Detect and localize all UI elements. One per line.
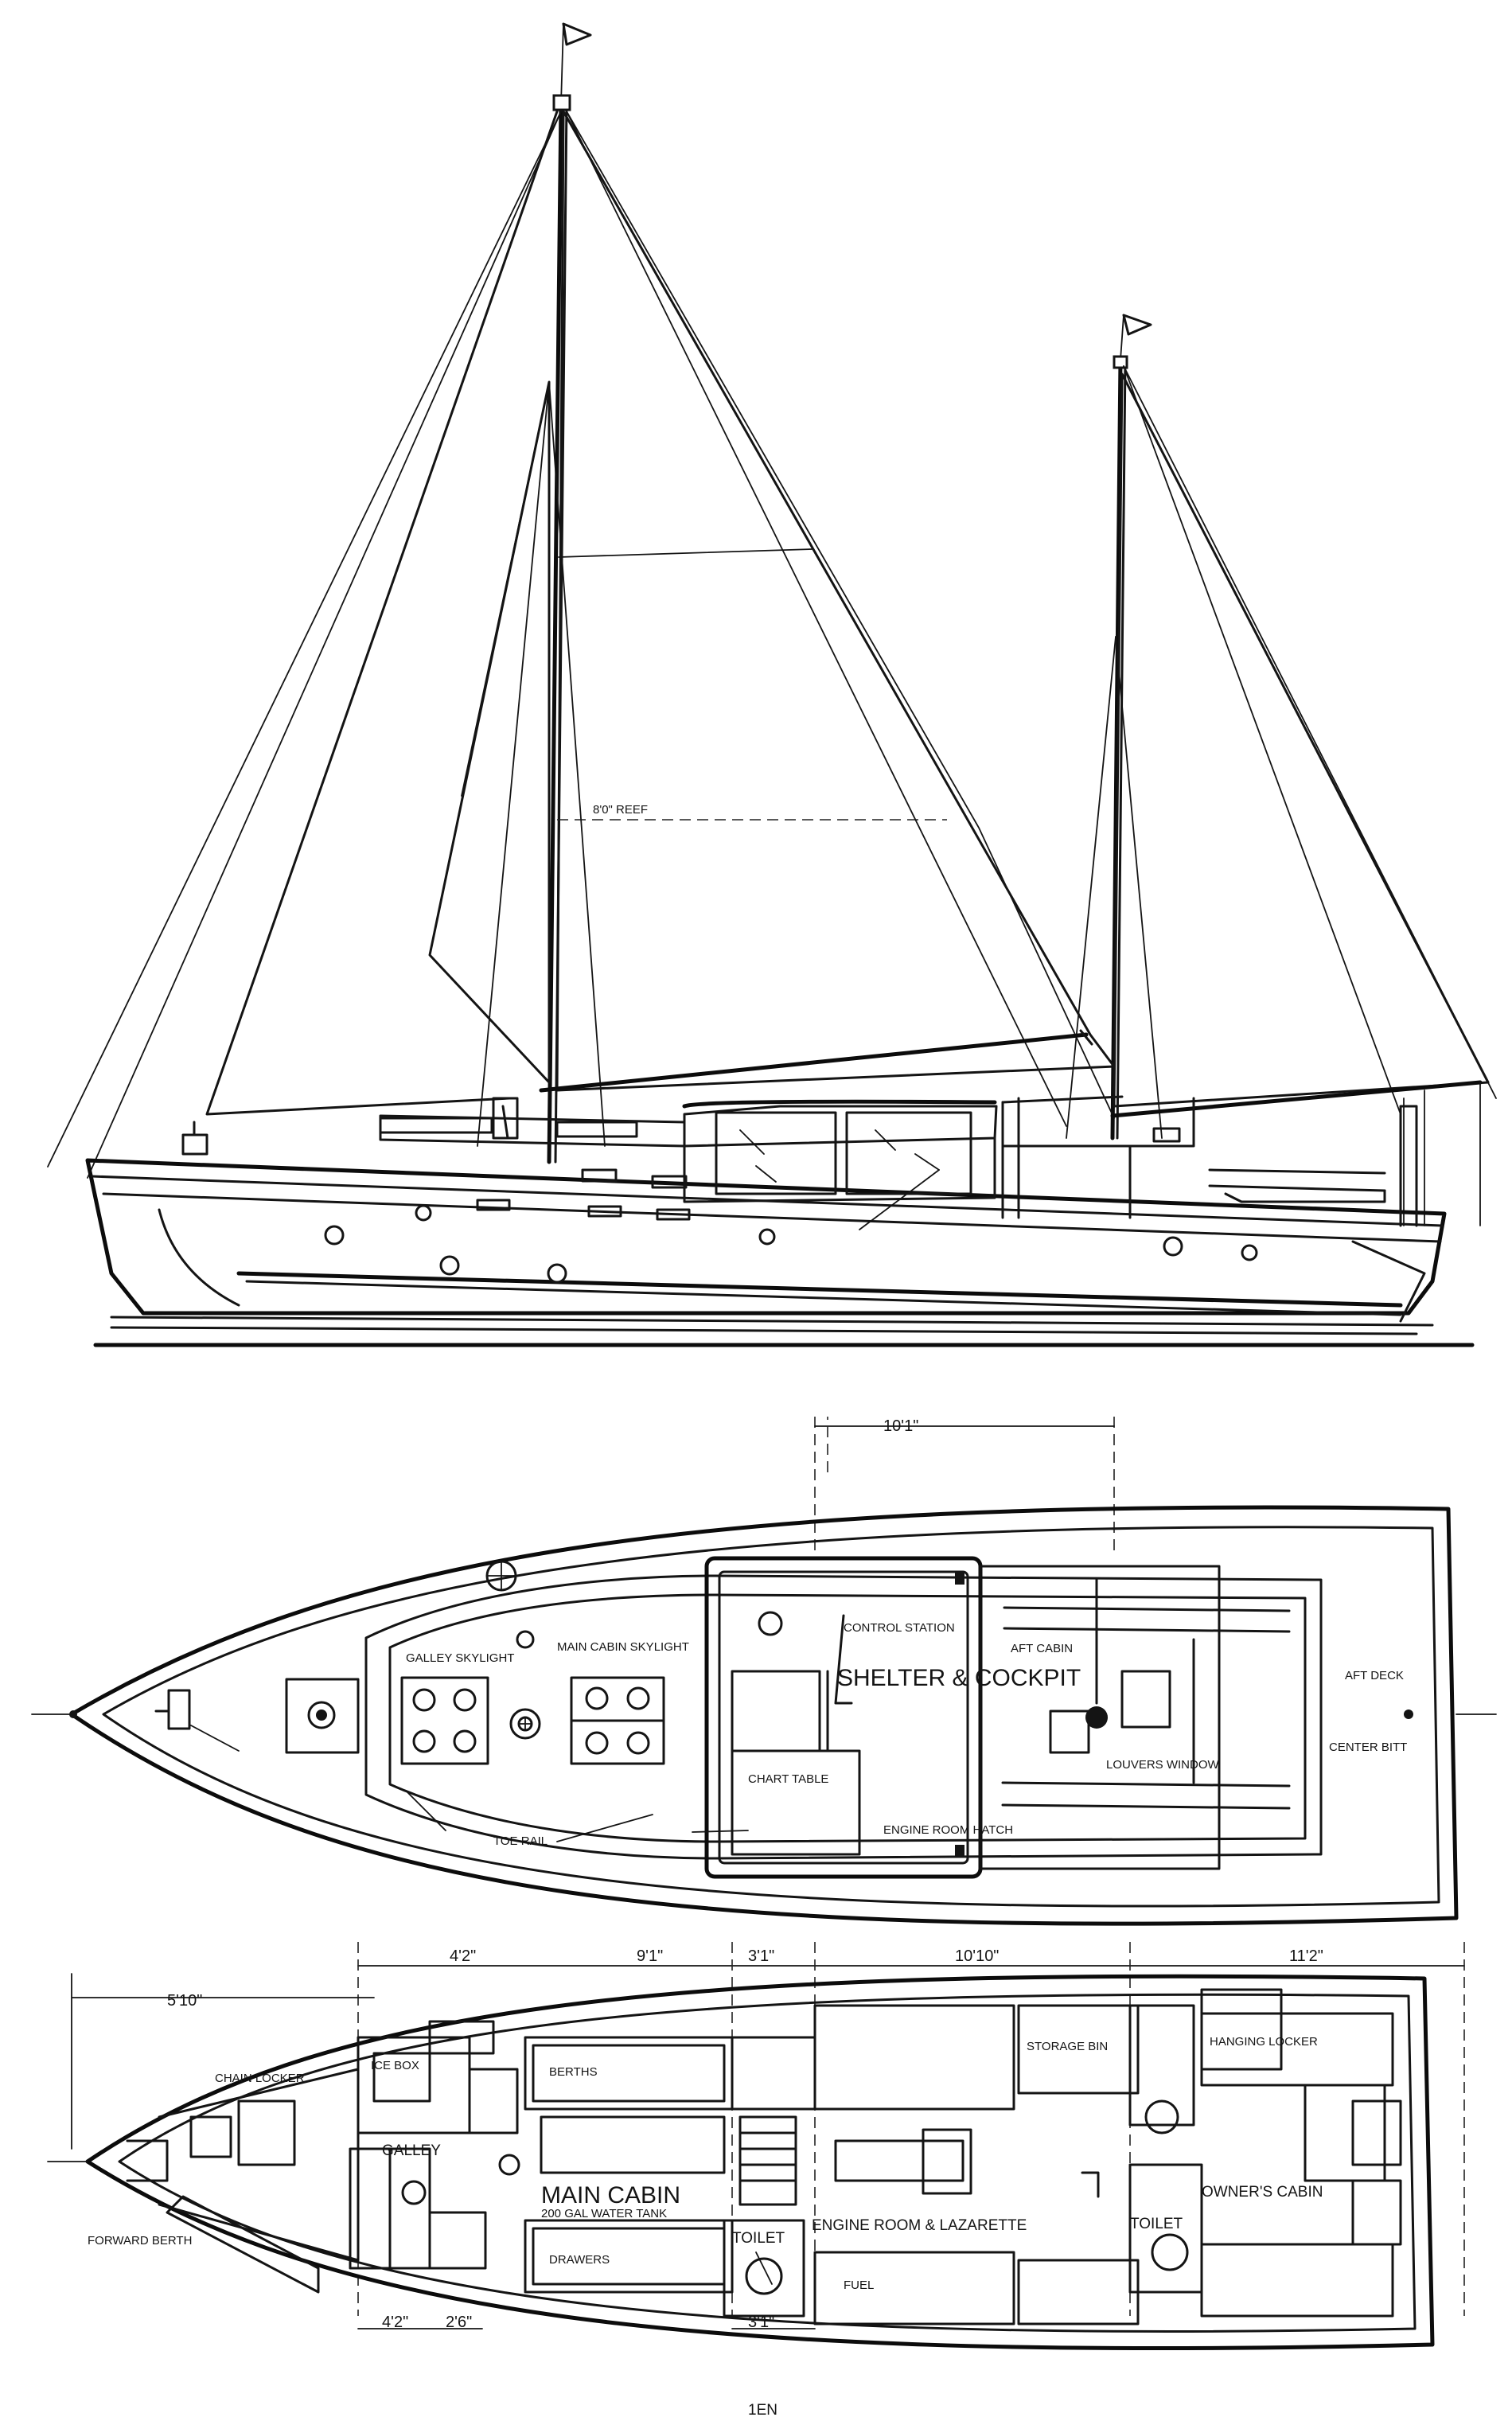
deck-hull-outline: [69, 1505, 1459, 1926]
accom-dim-a: 4'2": [450, 1947, 476, 1965]
hull-profile: [85, 1158, 1447, 1316]
deck-plan: 10'1" Shelter & Cockpit Control station …: [31, 1417, 1497, 1926]
accom-label-berths: Berths: [549, 2065, 598, 2079]
deck-label-aft-cabin: Aft cabin: [1011, 1642, 1073, 1655]
deckhouse-window-aft: [845, 1111, 972, 1195]
deck-label-toe-rail: Toe rail: [493, 1834, 548, 1848]
accom-label-fuel: Fuel: [844, 2279, 874, 2292]
deck-label-galley-skylight: Galley skylight: [406, 1651, 514, 1665]
deck-label-control-station: Control station: [844, 1621, 955, 1635]
accom-dim-f: 4'2": [382, 2314, 408, 2331]
deck-label-center-bitt: Center bitt: [1329, 1741, 1407, 1754]
accom-label-engine-room: Engine room & lazarette: [812, 2217, 1027, 2234]
jib: [205, 110, 559, 1116]
deck-dim-shelter-width: 10'1": [883, 1417, 918, 1435]
mizzen-sail: [1113, 372, 1490, 1108]
accom-dim-b: 9'1": [637, 1947, 663, 1965]
forestay: [87, 111, 562, 1179]
portholes: [324, 1204, 1258, 1284]
engine-block: [834, 2139, 964, 2182]
scale-mark: 1EN: [748, 2402, 777, 2419]
deck-label-louvers-window: Louvers window: [1106, 1758, 1220, 1772]
sail-plan-profile: 8'0" reef: [47, 22, 1497, 1347]
accom-dim-g: 2'6": [446, 2314, 472, 2331]
cabin-trunk: [364, 1574, 1323, 1860]
accom-dim-d: 10'10": [955, 1947, 999, 1965]
mainsail: [555, 110, 1116, 1092]
owners-cabin-berth-stbd: [1200, 2012, 1394, 2087]
accom-label-galley: Galley: [382, 2142, 441, 2159]
accom-label-owners-cabin: Owner's cabin: [1202, 2184, 1323, 2201]
accom-label-storage-bin: Storage bin: [1027, 2040, 1108, 2053]
reef-dimension-label: 8'0" reef: [593, 803, 648, 817]
accommodation-plan: 5'10" 4'2" 9'1" 3'1" 10'10" 11'2" 4'2" 2…: [47, 1942, 1465, 2419]
accom-label-water-tank: 200 gal water tank: [541, 2207, 667, 2220]
deck-label-chart-table: Chart table: [748, 1772, 828, 1786]
accom-label-forward-berth: Forward berth: [88, 2234, 192, 2248]
galley-skylight: [400, 1676, 489, 1765]
owners-cabin-berth-port: [1200, 2243, 1394, 2318]
main-mast: [547, 101, 563, 1164]
accom-dim-c: 3'1": [748, 1947, 774, 1965]
accommodation-hull-outline: [85, 1974, 1435, 2351]
accom-dim-forward: 5'10": [167, 1992, 202, 2010]
mizzen-boom: [1110, 1080, 1483, 1118]
accom-label-drawers: Drawers: [549, 2253, 610, 2267]
accom-label-icebox: Ice box: [371, 2059, 419, 2072]
forward-hatch: [285, 1678, 360, 1754]
deck-label-aft-deck: Aft deck: [1345, 1669, 1404, 1682]
deck-label-main-cabin-skylight: Main cabin skylight: [557, 1640, 689, 1654]
mizzen-mast-flag: [1122, 314, 1152, 336]
mizzen-mast: [1110, 357, 1123, 1140]
deckhouse-window-fwd: [715, 1111, 837, 1195]
forward-berth-shape: [166, 2195, 320, 2294]
accom-label-hanging-locker: Hanging locker: [1210, 2035, 1318, 2049]
mizzen-backstay: [1123, 365, 1401, 1115]
main-boom: [539, 1032, 1089, 1093]
main-mast-flag: [562, 22, 592, 46]
staysail: [428, 380, 551, 1084]
accom-dim-e: 11'2": [1289, 1947, 1323, 1965]
accom-label-toilet-fwd: Toilet: [732, 2230, 785, 2247]
main-backstay: [566, 111, 1067, 1127]
deck-label-engine-room-hatch: Engine room hatch: [883, 1823, 1013, 1837]
accom-label-chain-locker: Chain locker: [215, 2072, 305, 2085]
accom-dim-h: 3'1": [748, 2314, 774, 2331]
accom-label-toilet-aft: Toilet: [1130, 2216, 1183, 2232]
main-cabin-berth-port: [524, 2219, 734, 2294]
deck-label-shelter-cockpit: Shelter & Cockpit: [837, 1665, 1081, 1691]
accom-label-main-cabin: Main cabin: [541, 2182, 680, 2209]
